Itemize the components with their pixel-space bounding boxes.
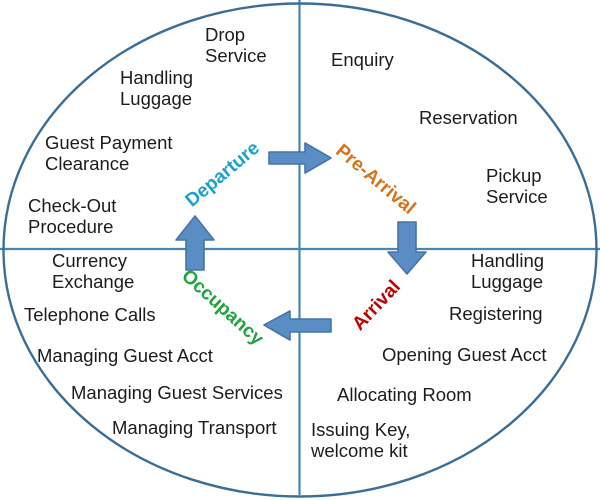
activity-opening-guest-acct: Opening Guest Acct <box>382 344 547 365</box>
activity-telephone-calls: Telephone Calls <box>24 304 156 325</box>
activity-managing-transport: Managing Transport <box>112 417 277 438</box>
arrow-left-arrival-to-occupancy-icon <box>263 310 332 341</box>
activity-drop-service: Drop Service <box>205 24 267 66</box>
activity-issuing-key-welcome-kit: Issuing Key, welcome kit <box>311 419 411 461</box>
activity-registering: Registering <box>449 303 543 324</box>
activity-guest-payment-clearance: Guest Payment Clearance <box>45 132 173 174</box>
activity-check-out-procedure: Check-Out Procedure <box>28 195 117 237</box>
arrow-up-occupancy-to-departure-icon <box>175 215 215 271</box>
activity-reservation: Reservation <box>419 107 518 128</box>
activity-managing-guest-services: Managing Guest Services <box>71 382 283 403</box>
activity-handling-luggage-departure: Handling Luggage <box>120 67 194 109</box>
activity-allocating-room: Allocating Room <box>337 384 472 405</box>
activity-enquiry: Enquiry <box>331 49 394 70</box>
activity-currency-exchange: Currency Exchange <box>52 250 135 292</box>
activity-pickup-service: Pickup Service <box>486 165 548 207</box>
arrow-right-departure-to-pre-arrival-icon <box>268 142 332 174</box>
activity-handling-luggage-arrival: Handling Luggage <box>471 250 545 292</box>
activity-managing-guest-acct: Managing Guest Acct <box>37 345 213 366</box>
arrow-down-pre-arrival-to-arrival-icon <box>387 221 427 275</box>
